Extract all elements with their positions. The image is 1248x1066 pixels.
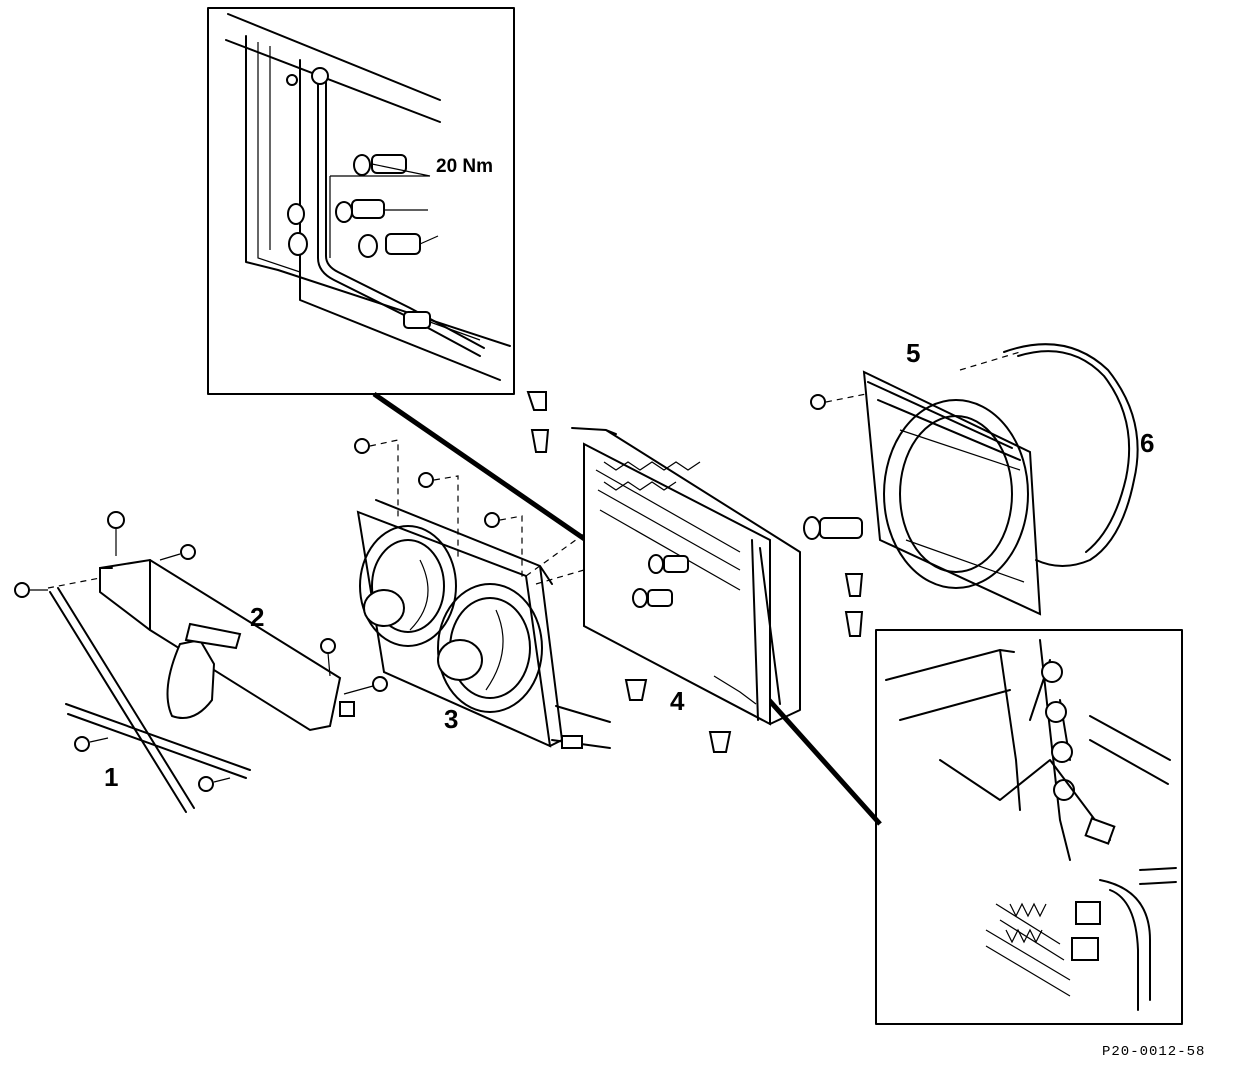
- inset-bottom-right: [875, 629, 1183, 1025]
- label-part-4: 4: [670, 686, 685, 716]
- part-3-fan-assembly: [354, 438, 611, 749]
- part-2-cover: [47, 511, 388, 732]
- part-5-shroud: [803, 370, 1042, 616]
- label-part-1: 1: [104, 762, 119, 792]
- part-1-brace: [14, 582, 251, 813]
- inset-top-left: [207, 7, 515, 395]
- leader-bottom-inset: [758, 688, 882, 826]
- part-6-ring: [959, 343, 1139, 567]
- label-part-3: 3: [444, 704, 459, 734]
- part-4-radiator: [525, 391, 864, 753]
- label-reference-code: P20-0012-58: [1102, 1044, 1206, 1060]
- label-part-2: 2: [250, 602, 265, 632]
- label-part-5: 5: [906, 338, 921, 368]
- label-part-6: 6: [1140, 428, 1155, 458]
- label-torque: 20 Nm: [436, 156, 494, 177]
